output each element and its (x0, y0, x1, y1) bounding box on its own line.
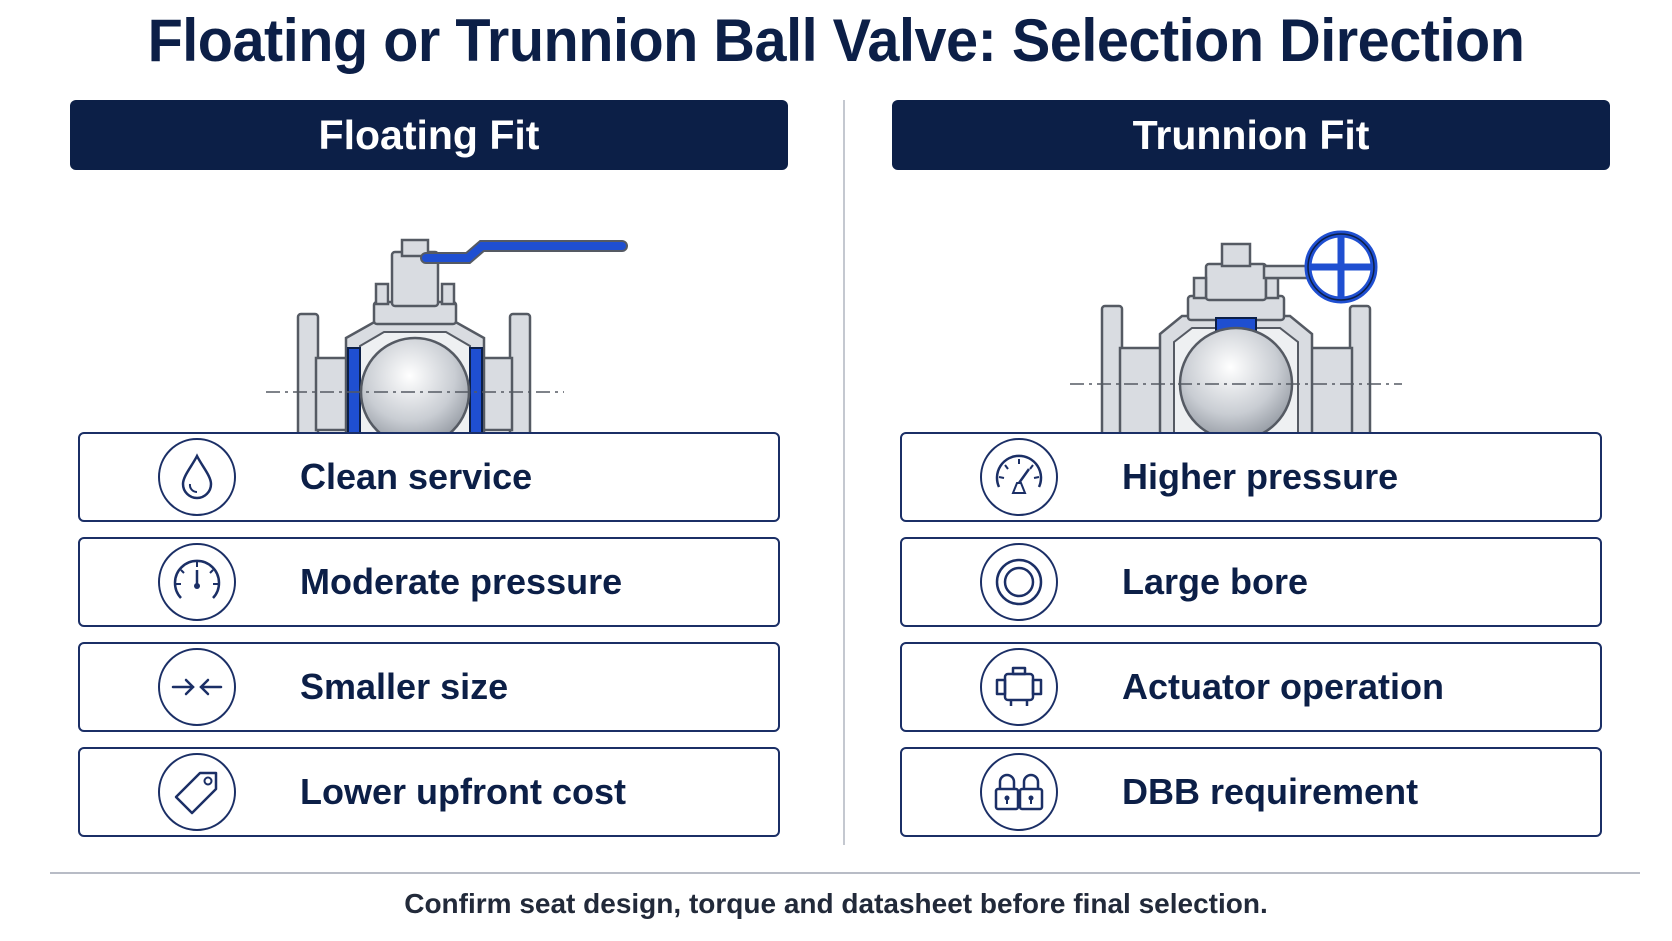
floating-ball-valve-icon (266, 238, 628, 432)
item-label: Higher pressure (1122, 456, 1399, 497)
floating-valve-illustration (70, 170, 788, 432)
gauge-icon (173, 559, 221, 599)
item-label: DBB requirement (1122, 771, 1419, 812)
droplet-icon (181, 453, 213, 500)
footer-divider (50, 872, 1640, 874)
floating-item-clean-service: Clean service (78, 432, 780, 522)
compress-arrows-icon (171, 678, 223, 696)
floating-column: Floating Fit (70, 100, 788, 837)
footer-note: Confirm seat design, torque and datashee… (404, 888, 1268, 919)
page-title: Floating or Trunnion Ball Valve: Selecti… (147, 7, 1525, 74)
trunnion-column: Trunnion Fit (892, 100, 1610, 837)
item-label: Lower upfront cost (300, 771, 626, 812)
floating-item-smaller-size: Smaller size (78, 642, 780, 732)
item-label: Actuator operation (1122, 666, 1445, 707)
column-divider (843, 100, 845, 845)
trunnion-criteria-list: Higher pressure Large bore (900, 432, 1602, 852)
trunnion-valve-illustration (892, 170, 1610, 432)
price-tag-icon (174, 771, 218, 815)
floating-header: Floating Fit (70, 100, 788, 170)
double-lock-icon (994, 773, 1044, 811)
trunnion-ball-valve-icon (1070, 230, 1402, 432)
floating-item-lower-cost: Lower upfront cost (78, 747, 780, 837)
actuator-icon (995, 666, 1043, 706)
floating-criteria-list: Clean service Moderate pressure (78, 432, 780, 852)
bore-rings-icon (995, 558, 1043, 606)
floating-item-moderate-pressure: Moderate pressure (78, 537, 780, 627)
trunnion-item-dbb-requirement: DBB requirement (900, 747, 1602, 837)
item-label: Moderate pressure (300, 561, 623, 602)
trunnion-item-large-bore: Large bore (900, 537, 1602, 627)
trunnion-header: Trunnion Fit (892, 100, 1610, 170)
pressure-gauge-icon (995, 454, 1043, 494)
item-label: Clean service (300, 456, 533, 497)
item-label: Smaller size (300, 666, 509, 707)
item-label: Large bore (1122, 561, 1309, 602)
trunnion-item-actuator-operation: Actuator operation (900, 642, 1602, 732)
trunnion-item-higher-pressure: Higher pressure (900, 432, 1602, 522)
